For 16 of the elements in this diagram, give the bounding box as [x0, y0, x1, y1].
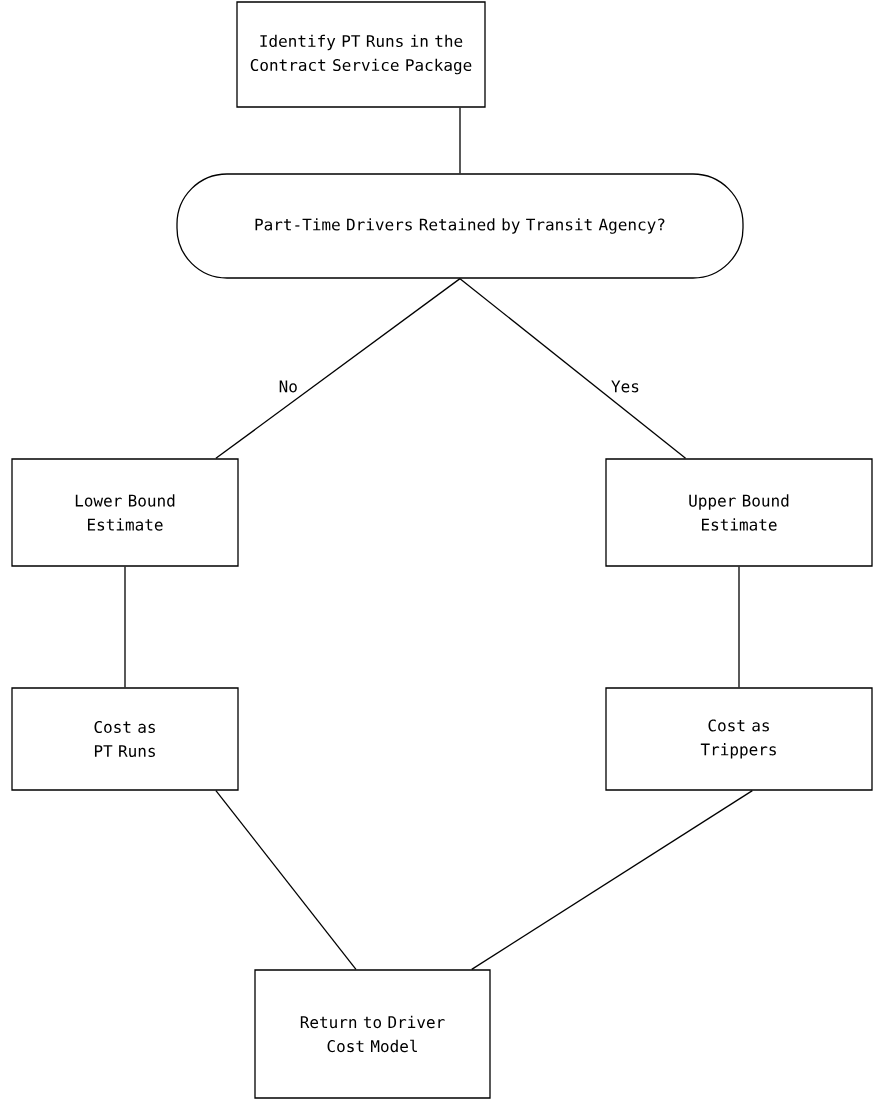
connector-line [124, 566, 126, 688]
edge-label: No [279, 380, 297, 393]
process-box: Cost as Trippers [605, 687, 873, 791]
process-box: Upper Bound Estimate [605, 458, 873, 567]
process-box: Cost as PT Runs [11, 687, 239, 791]
connector-line [459, 278, 687, 459]
process-box: Lower Bound Estimate [11, 458, 239, 567]
connector-line [459, 107, 461, 174]
process-box: Return to Driver Cost Model [254, 969, 491, 1099]
connector-line [471, 790, 753, 970]
connector-line [215, 790, 357, 970]
connector-line [215, 278, 461, 459]
edge-label: Yes [611, 380, 639, 393]
connector-line [738, 566, 740, 688]
process-box: Identify PT Runs in the Contract Service Package [236, 1, 486, 108]
decision-terminal: Part-Time Drivers Retained by Transit Agency? [176, 173, 744, 279]
